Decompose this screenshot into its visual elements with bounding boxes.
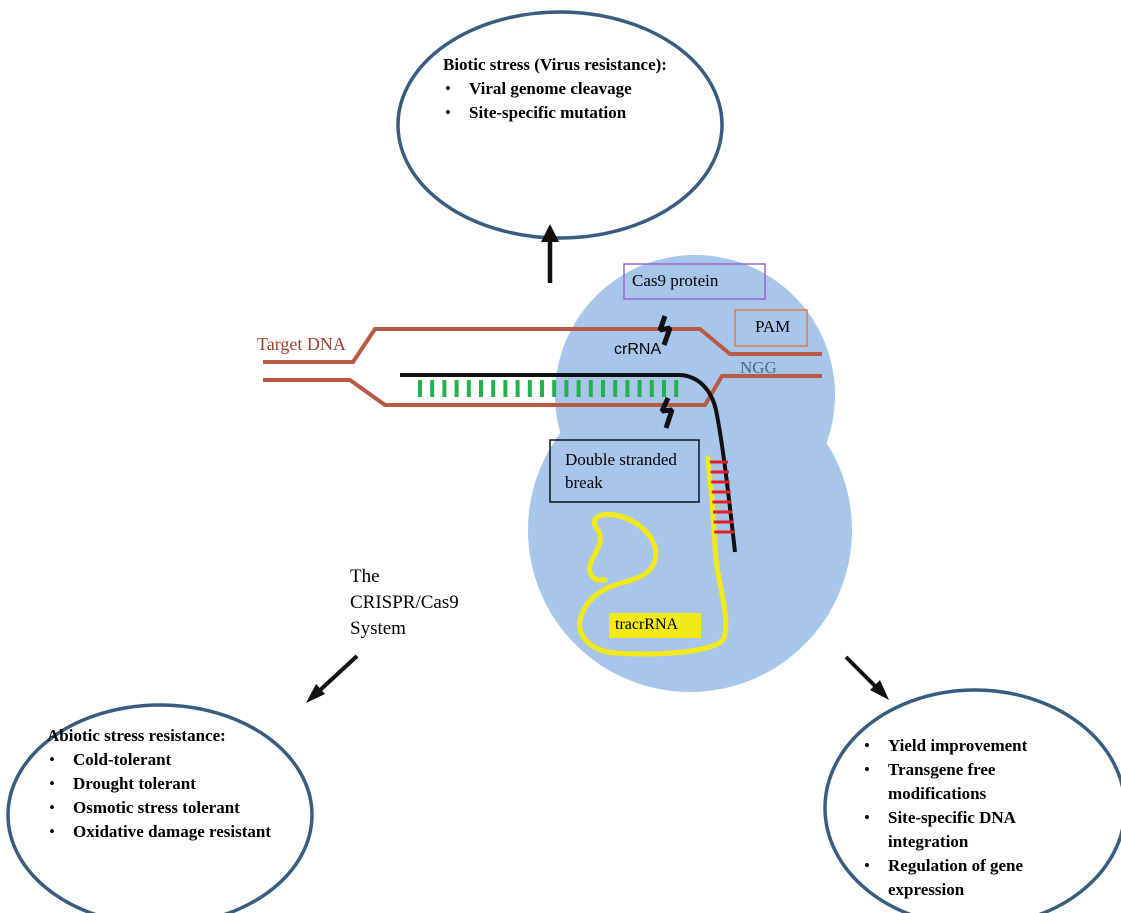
pam-label-box	[734, 309, 808, 347]
list-item: Transgene free modifications	[862, 758, 1092, 806]
arrow-down-right	[844, 655, 889, 700]
target-dna-label: Target DNA	[257, 334, 346, 354]
tracrrna-highlight	[609, 613, 701, 638]
biotic-list: Viral genome cleavageSite-specific mutat…	[443, 77, 673, 125]
abiotic-panel: Abiotic stress resistance: Cold-tolerant…	[47, 724, 297, 844]
list-item: Oxidative damage resistant	[47, 820, 297, 844]
other-list: Yield improvementTransgene free modifica…	[862, 734, 1092, 902]
list-item: Site-specific mutation	[443, 101, 673, 125]
crrna-base-pairs	[418, 380, 679, 397]
list-item: Regulation of gene expression	[862, 854, 1092, 902]
biotic-ellipse	[396, 10, 724, 240]
dsb-label: Double stranded break	[565, 450, 677, 492]
list-item: Yield improvement	[862, 734, 1092, 758]
other-ellipse	[823, 688, 1121, 913]
system-label: The CRISPR/Cas9 System	[350, 566, 459, 639]
biotic-panel: Biotic stress (Virus resistance): Viral …	[443, 53, 673, 125]
list-item: Drought tolerant	[47, 772, 297, 796]
cas9-protein-label: Cas9 protein	[632, 271, 719, 290]
tracrrna-base-pairs	[710, 460, 735, 534]
list-item: Site-specific DNA integration	[862, 806, 1092, 854]
cas9-protein-shape	[528, 255, 852, 692]
ngg-label: NGG	[740, 358, 777, 377]
list-item: Viral genome cleavage	[443, 77, 673, 101]
arrow-down-left	[306, 654, 359, 703]
pam-label: PAM	[755, 317, 791, 336]
biotic-title: Biotic stress (Virus resistance):	[443, 55, 667, 74]
cas9-label-box	[623, 263, 766, 300]
tracrrna-strand	[577, 455, 729, 657]
abiotic-ellipse	[6, 703, 314, 913]
other-panel: Yield improvementTransgene free modifica…	[862, 734, 1092, 902]
list-item: Cold-tolerant	[47, 748, 297, 772]
dna-bottom-strand	[263, 374, 822, 407]
cleavage-mark-top	[657, 315, 673, 346]
arrow-up	[541, 224, 559, 283]
crrna-label: crRNA	[614, 341, 662, 358]
list-item: Osmotic stress tolerant	[47, 796, 297, 820]
tracrrna-label: tracrRNA	[615, 616, 679, 633]
abiotic-title: Abiotic stress resistance:	[47, 726, 226, 745]
abiotic-list: Cold-tolerantDrought tolerantOsmotic str…	[47, 748, 297, 844]
cleavage-mark-bottom	[659, 396, 675, 429]
dna-top-strand	[263, 327, 822, 364]
dsb-label-box	[549, 439, 700, 503]
